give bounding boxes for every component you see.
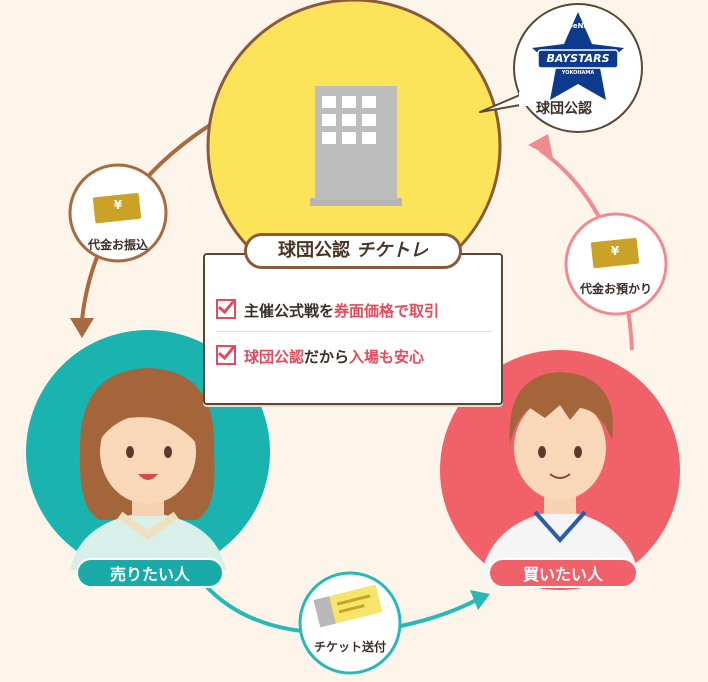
yen-mark: ¥	[610, 244, 620, 258]
payment-hold-badge	[564, 212, 668, 316]
card-title-accent: チケトレ	[356, 240, 428, 261]
card-line-1-prefix: 主催公式戦を	[244, 302, 335, 320]
buyer-label: 買いたい人	[488, 558, 638, 588]
seller-label: 売りたい人	[76, 558, 224, 588]
payment-transfer-label: 代金お振込	[87, 238, 148, 252]
ticket-delivery-badge	[298, 571, 402, 675]
card-line-2-highlight-1: 球団公認	[244, 348, 305, 366]
card-line-2: 球団公認だから入場も安心	[216, 344, 424, 370]
logo-city-text: YOKOHAMA	[561, 70, 595, 76]
card-line-2-highlight-2: 入場も安心	[349, 348, 425, 366]
yen-ticket-icon	[92, 192, 142, 224]
payment-transfer-badge	[68, 163, 168, 263]
card-line-1: 主催公式戦を券面価格で取引	[216, 298, 439, 324]
logo-caption: 球団公認	[536, 101, 592, 117]
seller-woman-illustration	[70, 368, 226, 570]
checkbox-icon	[216, 345, 236, 365]
baystars-logo	[532, 12, 624, 100]
card-title: 球団公認チケトレ	[244, 233, 462, 269]
logo-name-text: BAYSTARS	[546, 52, 610, 65]
info-card	[203, 253, 503, 405]
card-line-1-highlight: 券面価格で取引	[334, 302, 440, 320]
ticket-icon	[313, 585, 383, 628]
logo-top-text: DeNA	[567, 22, 589, 30]
yen-ticket-icon	[590, 237, 640, 269]
payment-hold-label: 代金お預かり	[579, 282, 652, 296]
ticket-delivery-label: チケット送付	[313, 640, 386, 654]
building-icon	[310, 86, 402, 206]
card-line-2-middle: だから	[304, 348, 350, 366]
checkbox-icon	[216, 299, 236, 319]
yen-mark: ¥	[113, 198, 123, 212]
card-title-main: 球団公認	[278, 240, 350, 261]
card-divider	[216, 331, 492, 332]
